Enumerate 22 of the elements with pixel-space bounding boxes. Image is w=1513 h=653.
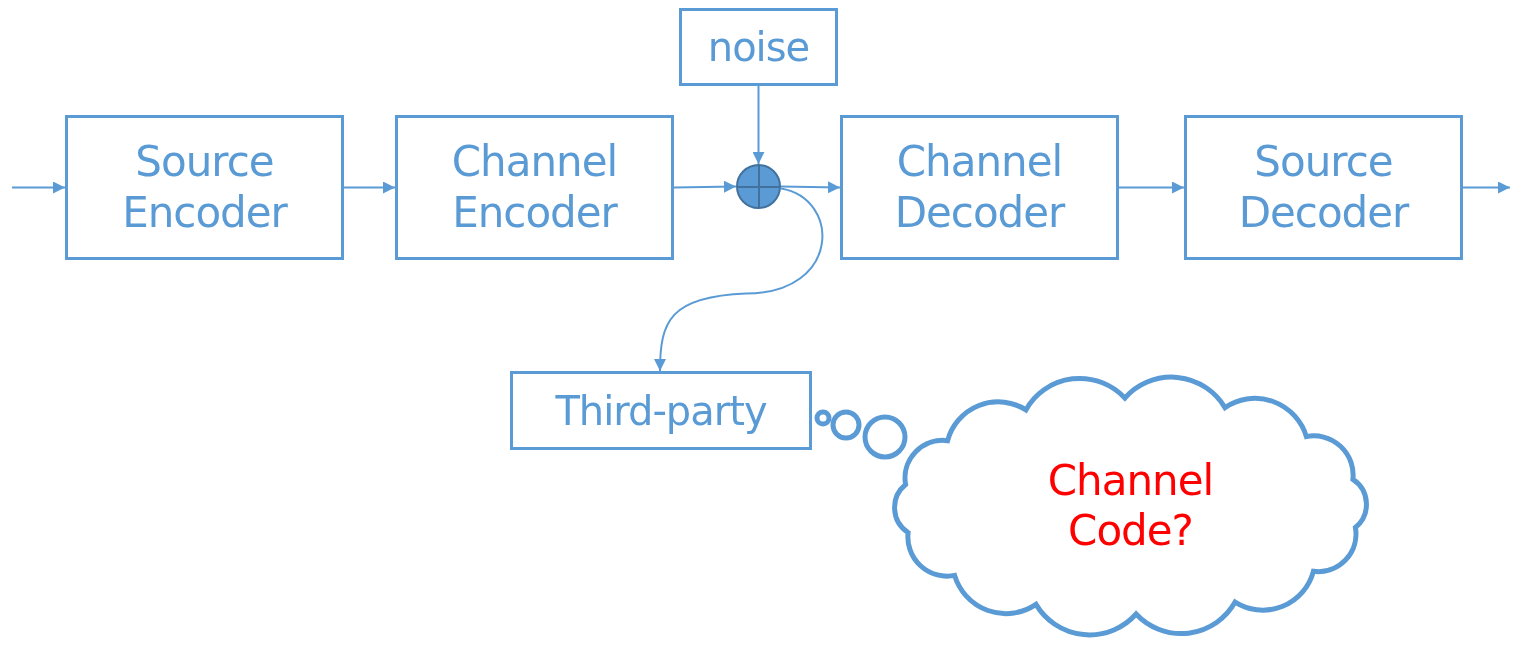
arrow	[673, 180, 737, 193]
arrow	[752, 85, 765, 165]
arrow	[654, 187, 824, 372]
process-box	[1184, 115, 1463, 260]
node-label: Channel Code?	[1046, 455, 1215, 557]
arrow	[11, 181, 66, 194]
node-label: Source Encoder	[121, 137, 289, 238]
node-label: Third-party	[555, 386, 767, 435]
process-box	[679, 8, 838, 86]
process-box	[840, 115, 1119, 260]
arrow	[1118, 181, 1185, 194]
node-label: Channel Decoder	[893, 137, 1067, 238]
process-box	[510, 371, 812, 450]
summing-junction-icon	[736, 164, 781, 209]
process-box	[65, 115, 344, 260]
node-label: Source Decoder	[1237, 137, 1411, 238]
node-label: Channel Encoder	[450, 137, 619, 238]
arrow	[343, 181, 396, 194]
process-box	[395, 115, 674, 260]
arrow	[780, 181, 841, 194]
node-label: noise	[707, 23, 810, 71]
arrow	[1462, 181, 1511, 194]
